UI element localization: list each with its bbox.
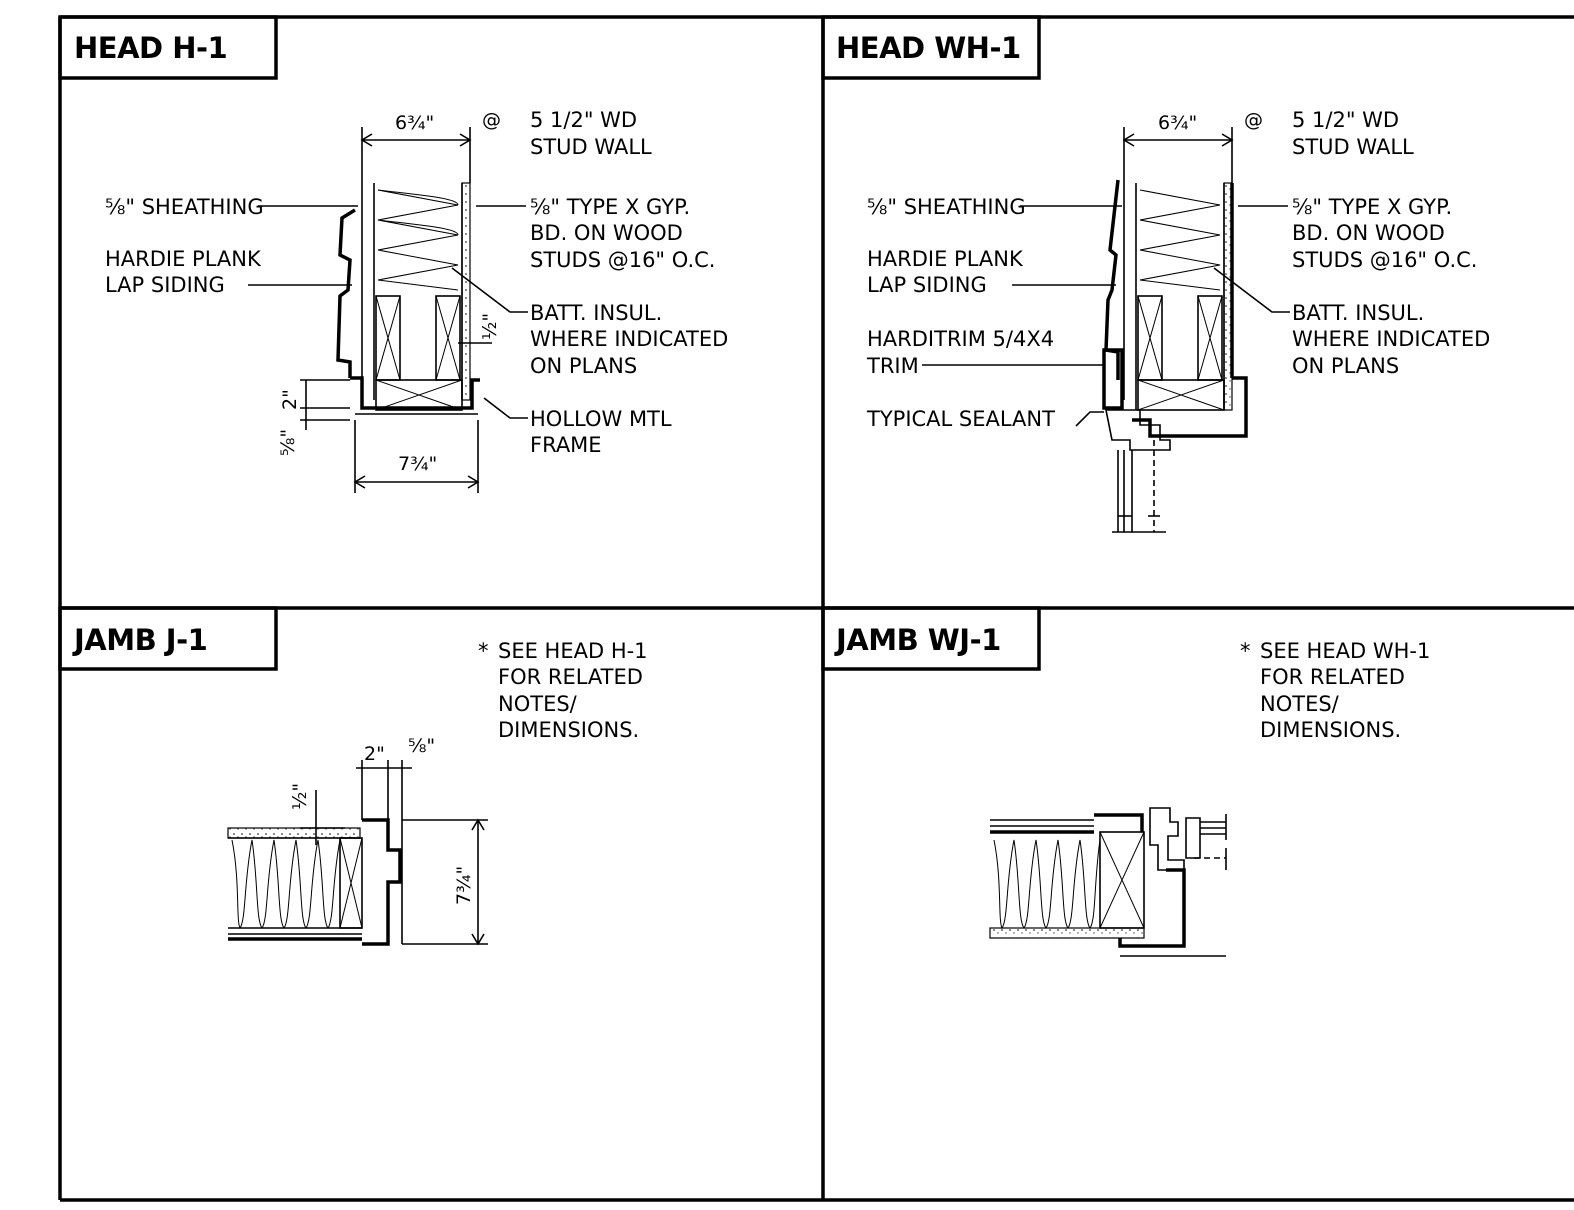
note-asterisk: * [1240,639,1251,663]
head-h1-section: 6¾" @ 7¾" 2" ⅝" ½" [248,109,528,493]
at-symbol: @ [1244,109,1263,131]
panel-jamb-wj1: JAMB WJ-1 * SEE HEAD WH-1 FOR RELATED N [821,606,1430,957]
label-gyp-3: STUDS @16" O.C. [1292,248,1477,272]
note-line-2: FOR RELATED [498,665,643,689]
panel-title: JAMB J-1 [72,623,207,657]
dim-58: ⅝" [277,429,299,456]
dim-2: 2" [279,389,301,410]
label-siding-2: LAP SIDING [867,273,987,297]
label-trim-2: TRIM [866,354,919,378]
label-siding-2: LAP SIDING [105,273,225,297]
label-wall-1: 5 1/2" WD [530,108,637,132]
note-line-3: NOTES/ [498,692,578,716]
label-sheathing: ⅝" SHEATHING [867,195,1026,219]
title-box [821,606,1041,671]
panel-jamb-j1: JAMB J-1 7¾" 2" ⅝" ½" [58,606,648,946]
label-frame-2: FRAME [530,433,602,457]
label-gyp-3: STUDS @16" O.C. [530,248,715,272]
dim-2: 2" [364,743,385,765]
panel-head-h1: HEAD H-1 [58,15,728,493]
label-wall-1: 5 1/2" WD [1292,108,1399,132]
note-line-4: DIMENSIONS. [498,718,639,742]
dim-half: ½" [289,783,311,810]
label-batt-3: ON PLANS [1292,354,1399,378]
label-batt-2: WHERE INDICATED [1292,327,1490,351]
note-line-1: SEE HEAD WH-1 [1260,639,1430,663]
title-box [58,606,278,671]
label-siding-1: HARDIE PLANK [867,247,1024,271]
note-line-4: DIMENSIONS. [1260,718,1401,742]
label-batt-1: BATT. INSUL. [530,301,662,325]
dim-half: ½" [479,313,501,340]
panel-head-wh1: HEAD WH-1 [821,15,1490,533]
panel-title: HEAD H-1 [74,31,227,65]
label-frame-1: HOLLOW MTL [530,407,672,431]
dim-58: ⅝" [408,735,435,757]
label-gyp-2: BD. ON WOOD [530,221,683,245]
label-wall-2: STUD WALL [530,135,652,159]
label-gyp-1: ⅝" TYPE X GYP. [530,195,690,219]
dim-top: 6¾" [1158,112,1197,134]
title-box [58,15,278,80]
label-wall-2: STUD WALL [1292,135,1414,159]
label-batt-3: ON PLANS [530,354,637,378]
label-sheathing: ⅝" SHEATHING [105,195,264,219]
head-wh1-section: 6¾" @ [922,109,1290,533]
note-asterisk: * [478,639,489,663]
panel-title: JAMB WJ-1 [834,623,1001,657]
title-box [821,15,1041,80]
label-trim-1: HARDITRIM 5/4X4 [867,327,1054,351]
dim-bottom: 7¾" [398,453,437,475]
panel-title: HEAD WH-1 [836,31,1021,65]
dim-top: 6¾" [395,112,434,134]
label-gyp-2: BD. ON WOOD [1292,221,1445,245]
label-gyp-1: ⅝" TYPE X GYP. [1292,195,1452,219]
note-line-3: NOTES/ [1260,692,1340,716]
label-batt-1: BATT. INSUL. [1292,301,1424,325]
note-line-1: SEE HEAD H-1 [498,639,648,663]
label-siding-1: HARDIE PLANK [105,247,262,271]
label-batt-2: WHERE INDICATED [530,327,728,351]
dim-74: 7¾" [453,866,475,905]
label-sealant: TYPICAL SEALANT [866,407,1055,431]
sheet-grid [58,15,1574,1202]
at-symbol: @ [482,109,501,131]
jamb-wj1-section [989,807,1227,957]
note-line-2: FOR RELATED [1260,665,1405,689]
jamb-j1-section: 7¾" 2" ⅝" ½" [227,735,488,946]
